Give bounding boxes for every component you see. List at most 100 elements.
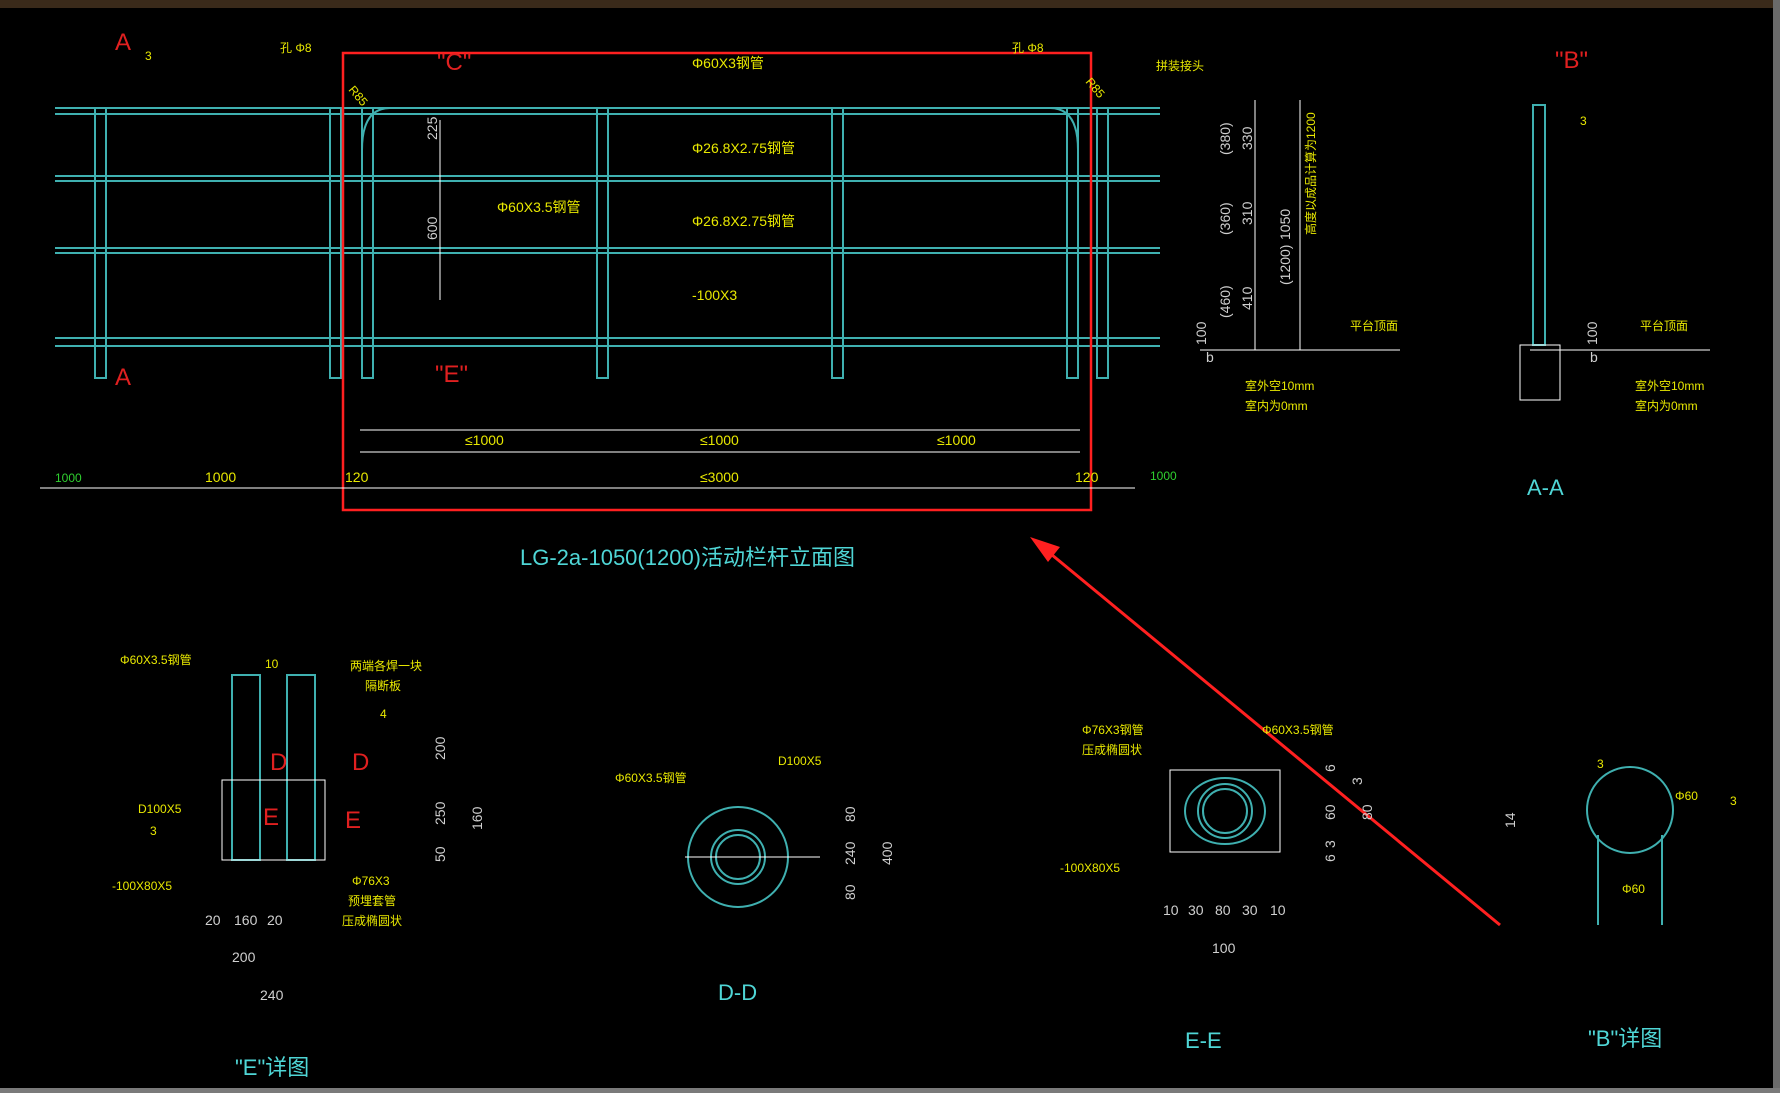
e-note1: 两端各焊一块	[350, 658, 422, 673]
e-d100: D100X5	[138, 802, 182, 816]
dim-height-text: 高度以成品计算为1200	[1303, 112, 1318, 235]
ee-pipe: Φ60X3.5钢管	[1262, 722, 1334, 737]
dim-600: 600	[424, 216, 440, 240]
detail-e-title: "E"详图	[235, 1055, 309, 1080]
e-plate: -100X80X5	[112, 879, 172, 893]
section-aa-title: A-A	[1527, 475, 1564, 500]
b-dim14: 14	[1502, 812, 1518, 828]
plate-label: -100X3	[692, 287, 737, 303]
hole-right-label: 孔 Φ8	[1012, 41, 1044, 55]
marker-c: "C"	[437, 49, 471, 76]
e-b20a: 20	[205, 912, 221, 928]
section-aa-drawing	[1519, 104, 1561, 401]
ee-b10a: 10	[1163, 902, 1179, 918]
dd-dim-80b: 80	[842, 884, 858, 900]
dim-1050: 1050	[1277, 209, 1293, 240]
bolt-label: 拼装接头	[1156, 58, 1204, 73]
outdoor-label: 室外空10mm	[1245, 378, 1314, 393]
dim-460: (460)	[1217, 285, 1233, 318]
e-gap: 10	[265, 657, 279, 671]
section-dd-title: D-D	[718, 980, 757, 1005]
ee-b10b: 10	[1270, 902, 1286, 918]
e-weld3: 3	[150, 824, 157, 838]
marker-e: "E"	[435, 361, 468, 388]
dd-dim-240: 240	[842, 841, 858, 865]
radius-left-label: R85	[346, 83, 371, 109]
highlight-box	[341, 51, 1093, 512]
ee-b30b: 30	[1242, 902, 1258, 918]
ee-sleeve: Φ76X3钢管	[1082, 722, 1144, 737]
ee-total: 100	[1212, 940, 1236, 956]
total-span: ≤3000	[700, 469, 739, 485]
ee-dim-3b: 3	[1322, 840, 1338, 848]
e-dim-50: 50	[432, 846, 448, 862]
red-arrow	[1030, 537, 1501, 927]
marker-a-top: A	[115, 29, 131, 56]
left-1000a: 1000	[55, 471, 82, 485]
e-marker-d1: D	[270, 749, 287, 776]
dim-310: 310	[1239, 201, 1255, 225]
e-pipe-label: Φ60X3.5钢管	[120, 652, 192, 667]
span-1: ≤1000	[465, 432, 504, 448]
e-dim-250: 250	[432, 801, 448, 825]
e-b20b: 20	[267, 912, 283, 928]
e-marker-e1: E	[263, 804, 279, 831]
dim-b: b	[1206, 349, 1214, 365]
ee-b30a: 30	[1188, 902, 1204, 918]
e-marker-d2: D	[352, 749, 369, 776]
e-sleeve3: 压成椭圆状	[342, 913, 402, 928]
ee-sleeve-note: 压成椭圆状	[1082, 742, 1142, 757]
dimension-lines	[40, 100, 1710, 489]
dim-360: (360)	[1217, 202, 1233, 235]
radius-right-label: R85	[1083, 75, 1108, 101]
e-sleeve1: Φ76X3	[352, 874, 390, 888]
rail1-label: Φ26.8X2.75钢管	[692, 140, 795, 156]
platform-label: 平台顶面	[1350, 318, 1398, 333]
section-dd-drawing	[685, 806, 820, 908]
dim-410: 410	[1239, 286, 1255, 310]
dim-1200-note: (1200)	[1277, 245, 1293, 285]
e-weld4: 4	[380, 707, 387, 721]
left-1000b: 1000	[205, 469, 236, 485]
b-dia: Φ60	[1622, 882, 1645, 896]
detail-e-drawing	[221, 674, 326, 861]
right-1000: 1000	[1150, 469, 1177, 483]
e-dim-160: 160	[469, 806, 485, 830]
section-ee-drawing	[1169, 769, 1281, 853]
b-hole: Φ60	[1675, 789, 1698, 803]
b-weld2: 3	[1730, 794, 1737, 808]
dim-100: 100	[1193, 321, 1209, 345]
aa-indoor: 室内为0mm	[1635, 398, 1698, 413]
window-bottom-strip	[0, 1088, 1780, 1093]
e-note2: 隔断板	[365, 678, 401, 693]
dd-plate: D100X5	[778, 754, 822, 768]
hole-left-label: 孔 Φ8	[280, 41, 312, 55]
dim-380: (380)	[1217, 122, 1233, 155]
ee-dim-6a: 6	[1322, 764, 1338, 772]
dd-pipe: Φ60X3.5钢管	[615, 770, 687, 785]
ee-dim-60: 60	[1322, 804, 1338, 820]
span-2: ≤1000	[700, 432, 739, 448]
marker-a-bottom: A	[115, 364, 131, 391]
e-marker-e2: E	[345, 807, 361, 834]
end-right: 120	[1075, 469, 1099, 485]
aa-outdoor: 室外空10mm	[1635, 378, 1704, 393]
e-b240: 240	[260, 987, 284, 1003]
aa-platform: 平台顶面	[1640, 318, 1688, 333]
post-label: Φ60X3.5钢管	[497, 199, 581, 215]
section-ee-title: E-E	[1185, 1028, 1222, 1053]
ee-b80: 80	[1215, 902, 1231, 918]
main-elevation	[55, 107, 1160, 379]
e-b200: 200	[232, 949, 256, 965]
dd-dim-80a: 80	[842, 806, 858, 822]
marker-b: "B"	[1555, 47, 1588, 74]
b-weld: 3	[1597, 757, 1604, 771]
dim-330: 330	[1239, 126, 1255, 150]
e-dim-200: 200	[432, 736, 448, 760]
aa-dim-b: b	[1590, 349, 1598, 365]
posts	[94, 107, 1109, 379]
window-right-strip	[1773, 0, 1780, 1093]
rail2-label: Φ26.8X2.75钢管	[692, 213, 795, 229]
top-pipe-label: Φ60X3钢管	[692, 55, 764, 71]
